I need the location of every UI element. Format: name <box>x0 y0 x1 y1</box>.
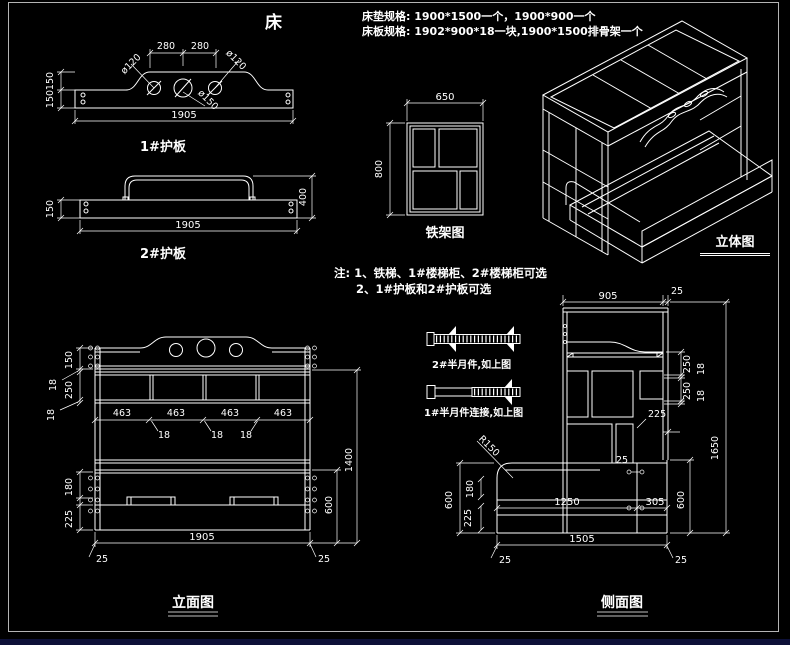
dim-280b: 280 <box>191 41 209 52</box>
dim-600-right: 600 <box>676 491 687 509</box>
dim-25-bottom-left: 25 <box>499 555 511 566</box>
dim-180-left: 180 <box>465 480 476 498</box>
guard2-view: 150 400 1905 <box>45 172 316 235</box>
iso-title: 立体图 <box>700 231 770 256</box>
bolt-holes <box>88 345 317 514</box>
dim-400: 400 <box>298 188 309 206</box>
dim-280a: 280 <box>157 41 175 52</box>
front-view-title: 立面图 <box>172 595 214 611</box>
dim-1905: 1905 <box>189 532 214 543</box>
fastener-label-1: 2#半月件,如上图 <box>432 360 512 371</box>
dim-250b: 250 <box>682 382 693 400</box>
dim-150-bottom: 150 <box>45 90 56 108</box>
dim-18-2: 18 <box>211 430 223 441</box>
dim-905: 905 <box>598 291 617 302</box>
dim-1505: 1505 <box>569 534 594 545</box>
dim-225-left: 225 <box>463 509 474 527</box>
dim-25-left: 25 <box>96 554 108 565</box>
dim-600: 600 <box>324 496 335 514</box>
note-line-2: 2、1#护板和2#护板可选 <box>356 282 492 296</box>
dim-1905: 1905 <box>171 110 196 121</box>
dim-463-1: 463 <box>113 408 131 419</box>
fastener-label-2: 1#半月件连接,如上图 <box>424 408 524 419</box>
dim-150: 150 <box>45 200 56 218</box>
dim-650: 650 <box>435 92 454 103</box>
dim-18a-side: 18 <box>696 363 707 375</box>
dim-800: 800 <box>374 160 385 178</box>
guard1-title: 1#护板 <box>140 140 186 155</box>
dim-25-top: 25 <box>671 286 683 297</box>
iso-view <box>541 20 773 264</box>
dim-left-18b: 18 <box>46 409 57 421</box>
fastener-symbols <box>426 326 521 405</box>
dim-left-225: 225 <box>64 510 75 528</box>
dim-18b-side: 18 <box>696 390 707 402</box>
dim-left-150: 150 <box>64 351 75 369</box>
dim-25-bottom-right: 25 <box>675 555 687 566</box>
dim-250a: 250 <box>682 355 693 373</box>
dim-18-1: 18 <box>158 430 170 441</box>
dim-18-3: 18 <box>240 430 252 441</box>
dim-600-left: 600 <box>444 491 455 509</box>
page-title: 床 <box>265 13 282 33</box>
dim-225-right: 225 <box>648 409 666 420</box>
front-view: 463 463 463 463 18 18 18 150 18 250 18 1… <box>46 336 361 617</box>
dim-left-250: 250 <box>64 381 75 399</box>
dim-150-top: 150 <box>45 72 56 90</box>
spec-line-1: 床垫规格: 1900*1500一个，1900*900一个 <box>362 10 596 23</box>
sheet-border <box>8 2 779 632</box>
dim-1650: 1650 <box>710 436 721 460</box>
dim-left-180: 180 <box>64 478 75 496</box>
dim-305: 305 <box>645 497 664 508</box>
dim-463-3: 463 <box>221 408 239 419</box>
dim-1250: 1250 <box>554 497 579 508</box>
iron-frame-title: 铁架图 <box>425 226 465 241</box>
spec-line-2: 床板规格: 1902*900*18一块,1900*1500排骨架一个 <box>362 25 643 38</box>
dim-left-18a: 18 <box>48 379 59 391</box>
note-line-1: 注: 1、铁梯、1#楼梯柜、2#楼梯柜可选 <box>334 266 547 280</box>
dim-463-4: 463 <box>274 408 292 419</box>
side-view-title: 侧面图 <box>601 595 643 611</box>
dim-463-2: 463 <box>167 408 185 419</box>
dim-25-right: 25 <box>318 554 330 565</box>
dim-1400: 1400 <box>344 448 355 472</box>
dim-1905: 1905 <box>175 220 200 231</box>
iron-frame-view: 650 800 <box>374 92 487 219</box>
taskbar-strip <box>0 639 790 645</box>
guard2-title: 2#护板 <box>140 247 186 262</box>
dim-25-mid: 25 <box>616 455 628 466</box>
